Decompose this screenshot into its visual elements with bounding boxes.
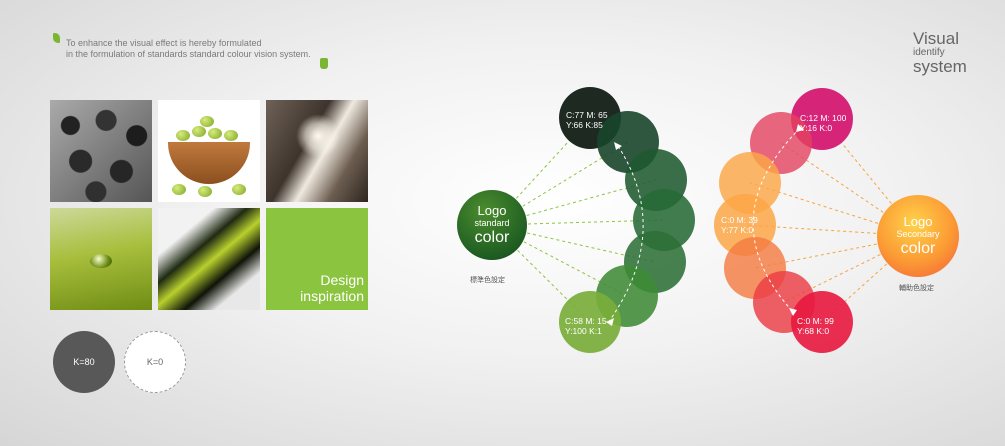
- olive-shape: [232, 184, 246, 195]
- secondary-top-line-2: Y:16 K:0: [800, 123, 833, 133]
- swatch-k80-label: K=80: [73, 357, 95, 367]
- standard-color-chain: [559, 87, 695, 353]
- olive-shape: [192, 126, 206, 137]
- design-line-2: inspiration: [300, 288, 364, 304]
- swatch-k0-label: K=0: [146, 357, 164, 367]
- standard-bottom-line-1: C:58 M: 15: [565, 316, 607, 326]
- logo-standard-line-3: color: [474, 229, 510, 246]
- logo-secondary-line-1: Logo: [903, 214, 933, 229]
- design-inspiration-tile: Design inspiration: [266, 208, 368, 310]
- photo-glass: [158, 208, 260, 310]
- heading-line-2: identify: [913, 47, 945, 58]
- secondary-caption: 輔助色設定: [899, 285, 934, 292]
- olive-shape: [224, 130, 238, 141]
- logo-standard-color: Logo standard color: [457, 190, 527, 260]
- olive-shape: [198, 186, 212, 197]
- olive-shape: [208, 128, 222, 139]
- arrow-up-icon: [796, 124, 804, 132]
- color-swatch-circle: [791, 291, 853, 353]
- secondary-color-chain: [714, 88, 853, 353]
- secondary-bottom-line-2: Y:68 K:0: [797, 326, 830, 336]
- standard-bottom-line-2: Y:100 K:1: [565, 326, 602, 336]
- standard-bottom-value: C:58 M: 15 Y:100 K:1: [565, 316, 607, 336]
- secondary-top-value: C:12 M: 100 Y:16 K:0: [800, 113, 846, 133]
- standard-top-value: C:77 M: 65 Y:66 K:85: [566, 110, 608, 130]
- intro-line-2: in the formulation of standards standard…: [66, 49, 311, 59]
- connector-line: [491, 219, 665, 226]
- section-heading: Visual identify system: [913, 30, 971, 75]
- logo-secondary-line-2: Secondary: [896, 229, 940, 239]
- arrow-down-icon: [789, 308, 797, 316]
- arrow-down-icon: [606, 318, 614, 326]
- secondary-bottom-value: C:0 M: 99 Y:68 K:0: [797, 316, 834, 336]
- heading-line-3: system: [913, 57, 967, 76]
- secondary-top-line-1: C:12 M: 100: [800, 113, 847, 123]
- oil-drop: [90, 254, 112, 268]
- photo-olive-oil: [50, 208, 152, 310]
- secondary-middle-line-2: Y:77 K:0: [721, 225, 754, 235]
- photo-olive-bowl: [158, 100, 260, 202]
- hand-icon: [320, 58, 328, 69]
- logo-secondary-line-3: color: [900, 240, 936, 257]
- light-glare: [296, 114, 340, 158]
- olive-shape: [200, 116, 214, 127]
- heading-line-1: Visual: [913, 29, 959, 48]
- design-inspiration-text: Design inspiration: [300, 272, 364, 304]
- standard-caption: 標準色設定: [470, 277, 505, 284]
- connector-line: [491, 179, 657, 226]
- secondary-bottom-line-1: C:0 M: 99: [797, 316, 834, 326]
- standard-dashed-arc: [609, 145, 644, 321]
- olive-shape: [172, 184, 186, 195]
- leaf-icon: [53, 33, 60, 43]
- standard-top-line-2: Y:66 K:85: [566, 120, 603, 130]
- design-line-1: Design: [320, 272, 364, 288]
- photo-black-olives: [50, 100, 152, 202]
- intro-text: To enhance the visual effect is hereby f…: [66, 38, 311, 60]
- logo-standard-line-2: standard: [474, 218, 510, 228]
- arrow-up-icon: [614, 142, 622, 150]
- secondary-dashed-arc: [752, 127, 801, 313]
- swatch-k80: K=80: [53, 331, 115, 393]
- logo-standard-line-1: Logo: [477, 203, 507, 218]
- secondary-middle-value: C:0 M: 39 Y:77 K:0: [721, 215, 758, 235]
- logo-secondary-color: Logo Secondary color: [877, 195, 959, 277]
- color-swatch-circle: [559, 291, 621, 353]
- secondary-middle-line-1: C:0 M: 39: [721, 215, 758, 225]
- olive-shape: [176, 130, 190, 141]
- photo-silhouette: [266, 100, 368, 202]
- standard-top-line-1: C:77 M: 65: [566, 110, 608, 120]
- intro-line-1: To enhance the visual effect is hereby f…: [66, 38, 262, 48]
- swatch-k0: K=0: [124, 331, 186, 393]
